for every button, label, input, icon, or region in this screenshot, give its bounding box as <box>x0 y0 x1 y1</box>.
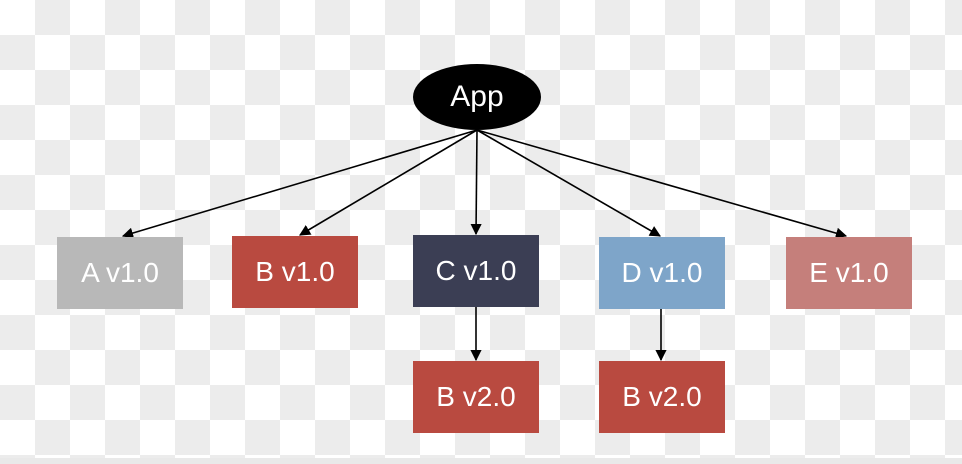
node-b-v2-under-d: B v2.0 <box>599 361 725 433</box>
edge-app-to-a <box>121 129 478 239</box>
edge-app-to-d <box>476 129 661 237</box>
node-a-v1: A v1.0 <box>57 237 183 309</box>
edge-app-to-e <box>476 129 848 239</box>
node-c-v1: C v1.0 <box>413 235 539 307</box>
node-b-v2-under-c: B v2.0 <box>413 361 539 433</box>
node-d-v1: D v1.0 <box>599 237 725 309</box>
bottom-divider <box>0 458 962 464</box>
edge-app-to-b1 <box>299 129 478 236</box>
node-e-v1: E v1.0 <box>786 237 912 309</box>
edge-app-to-c <box>470 129 482 236</box>
app-root-node: App <box>413 64 541 130</box>
node-b-v1: B v1.0 <box>232 236 358 308</box>
